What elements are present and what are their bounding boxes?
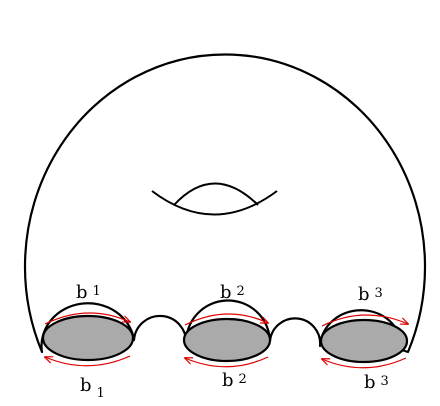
surface-outline <box>23 53 427 354</box>
arrow-b3-bottom <box>322 357 407 369</box>
boundary-3 <box>319 318 409 364</box>
arrow-b1-bottom <box>45 355 131 367</box>
boundary-1 <box>41 314 135 362</box>
arrow-b1-top <box>44 312 130 325</box>
boundary-2 <box>182 317 272 363</box>
arrow-b2-bottom <box>185 356 269 368</box>
handle-hole <box>151 182 278 216</box>
arrow-b2-top <box>184 313 268 326</box>
arrow-b3-top <box>321 314 408 327</box>
